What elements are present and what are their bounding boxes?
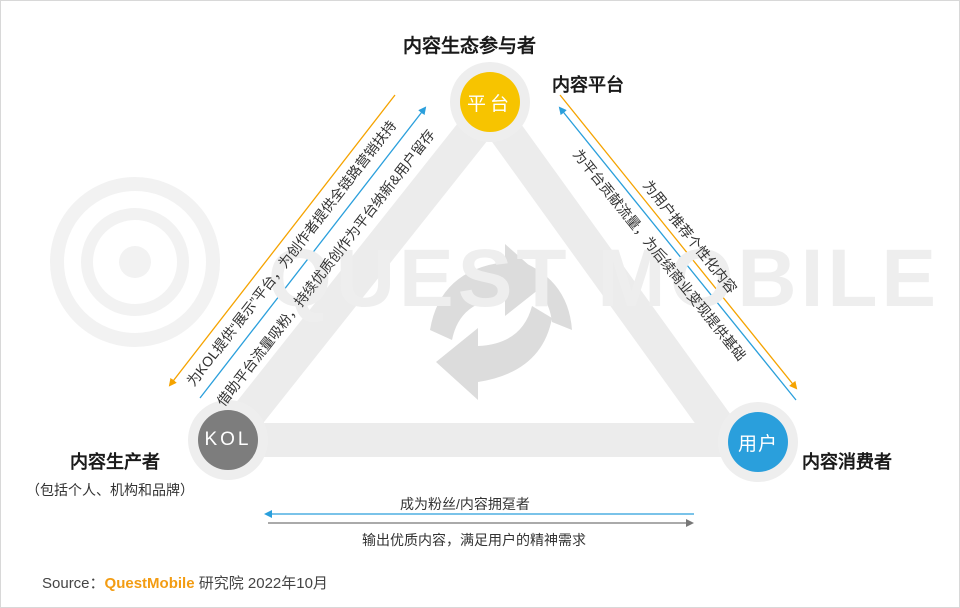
bottom-bottom-text: 输出优质内容，满足用户的精神需求	[362, 532, 586, 548]
platform-node-text: 平台	[466, 93, 513, 115]
watermark-logo-icon	[50, 177, 220, 347]
source-note: Source：QuestMobile 研究院 2022年10月	[42, 572, 328, 593]
right-outer-arrow	[559, 94, 798, 390]
recycle-arrows-icon	[430, 244, 572, 400]
kol-sublabel: （包括个人、机构和品牌）	[26, 482, 194, 498]
source-brand: QuestMobile	[104, 575, 195, 592]
left-outer-arrow	[168, 94, 396, 387]
watermark-text: QUEST MOBILE	[268, 233, 941, 324]
kol-node	[198, 410, 258, 470]
kol-node-text: KOL	[204, 429, 252, 450]
source-prefix: Source：	[42, 575, 105, 592]
kol-label: 内容生产者	[70, 452, 160, 472]
left-inner-arrow	[199, 106, 427, 399]
diagram-title: 内容生态参与者	[403, 36, 537, 57]
user-label: 内容消费者	[802, 452, 892, 472]
platform-node	[460, 72, 520, 132]
bottom-top-text: 成为粉丝/内容拥趸者	[400, 496, 530, 512]
platform-label: 内容平台	[552, 75, 624, 95]
right-inner-arrow	[558, 106, 797, 401]
user-node-text: 用户	[737, 433, 778, 455]
triangle-track	[211, 93, 745, 457]
source-suffix: 研究院 2022年10月	[194, 575, 328, 592]
user-node	[728, 412, 788, 472]
